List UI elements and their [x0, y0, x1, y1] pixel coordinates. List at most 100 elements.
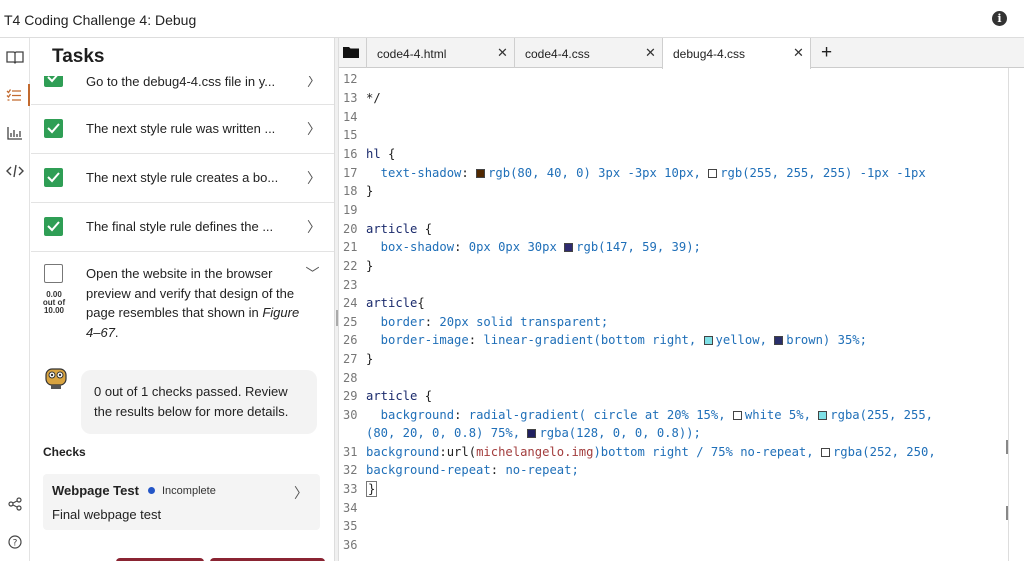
code-line: }: [366, 352, 374, 366]
folder-icon[interactable]: [343, 46, 359, 58]
title-bar: T4 Coding Challenge 4: Debug i: [0, 0, 1024, 38]
task-label: The next style rule was written ...: [86, 121, 276, 136]
panel-splitter[interactable]: [334, 38, 339, 561]
task-list-icon[interactable]: [0, 84, 30, 106]
code-line: article {: [366, 222, 433, 236]
line-number: 35: [343, 519, 358, 533]
color-swatch[interactable]: [708, 169, 718, 178]
task-item[interactable]: The next style rule creates a bo... 〉: [31, 154, 334, 203]
close-icon[interactable]: ✕: [793, 45, 804, 60]
tab-code4-4-html[interactable]: code4-4.html ✕: [366, 38, 514, 68]
line-number: 31: [343, 445, 358, 459]
share-icon[interactable]: [0, 493, 30, 515]
tasks-panel: Tasks Go to the debug4-4.css file in y..…: [31, 38, 334, 561]
chevron-right-icon[interactable]: 〉: [307, 219, 321, 235]
tasks-heading: Tasks: [52, 46, 105, 67]
code-line: }: [366, 259, 374, 273]
code-line: box-shadow: 0px 0px 30px rgb(147, 59, 39…: [366, 240, 701, 254]
checks-heading: Checks: [43, 445, 86, 459]
color-swatch[interactable]: [527, 429, 537, 438]
scroll-marker: [1006, 506, 1008, 520]
check-status: Incomplete: [162, 485, 216, 497]
line-number: 23: [343, 278, 358, 292]
splitter-grip[interactable]: [336, 310, 338, 326]
chart-icon[interactable]: [0, 122, 30, 144]
check-name: Webpage Test: [52, 483, 139, 498]
chevron-right-icon[interactable]: 〉: [294, 485, 308, 501]
scroll-marker: [1006, 440, 1008, 454]
code-icon[interactable]: [0, 160, 30, 182]
color-swatch[interactable]: [564, 243, 574, 252]
tasks-header: Tasks: [31, 38, 334, 76]
tab-debug4-4-css[interactable]: debug4-4.css ✕: [662, 38, 811, 69]
code-editor: code4-4.html ✕ code4-4.css ✕ debug4-4.cs…: [339, 38, 1024, 561]
task-label: Go to the debug4-4.css file in y...: [86, 74, 276, 89]
color-swatch[interactable]: [476, 169, 486, 178]
color-swatch[interactable]: [703, 336, 713, 345]
editor-scrollbar[interactable]: [1008, 68, 1024, 561]
checkbox-checked[interactable]: [44, 168, 63, 187]
line-number: 16: [343, 147, 358, 161]
code-line: text-shadow: rgb(80, 40, 0) 3px -3px 10p…: [366, 166, 926, 180]
chevron-right-icon[interactable]: 〉: [307, 121, 321, 137]
line-number: 20: [343, 222, 358, 236]
line-number: 22: [343, 259, 358, 273]
code-line: }: [366, 481, 378, 497]
chevron-right-icon[interactable]: 〉: [307, 170, 321, 186]
action-button[interactable]: [210, 558, 325, 561]
code-line: border: 20px solid transparent;: [366, 315, 609, 329]
code-line: article{: [366, 296, 425, 310]
code-line: border-image: linear-gradient(bottom rig…: [366, 333, 867, 347]
line-number: 19: [343, 203, 358, 217]
code-line: hl {: [366, 147, 396, 161]
color-swatch[interactable]: [818, 411, 828, 420]
book-icon[interactable]: [0, 46, 30, 68]
code-line: background: radial-gradient( circle at 2…: [366, 408, 934, 422]
line-number: 14: [343, 110, 358, 124]
close-icon[interactable]: ✕: [497, 45, 508, 60]
color-swatch[interactable]: [732, 411, 742, 420]
help-icon[interactable]: ?: [0, 531, 30, 553]
task-item[interactable]: The next style rule was written ... 〉: [31, 105, 334, 154]
add-tab-button[interactable]: +: [821, 42, 833, 63]
checkbox-checked[interactable]: [44, 119, 63, 138]
task-label: The final style rule defines the ...: [86, 219, 274, 234]
action-button[interactable]: [116, 558, 204, 561]
color-swatch[interactable]: [820, 448, 830, 457]
feedback-message: 0 out of 1 checks passed. Review the res…: [81, 370, 317, 434]
svg-text:?: ?: [13, 539, 18, 549]
line-number: 32: [343, 463, 358, 477]
checkbox-unchecked[interactable]: [44, 264, 63, 283]
info-icon[interactable]: i: [992, 11, 1007, 26]
chevron-down-icon[interactable]: 〉: [304, 266, 320, 280]
line-number: 27: [343, 352, 358, 366]
code-line: }: [366, 184, 374, 198]
task-item-open[interactable]: Open the website in the browser preview …: [31, 252, 334, 352]
checkbox-checked[interactable]: [44, 217, 63, 236]
tab-code4-4-css[interactable]: code4-4.css ✕: [514, 38, 662, 68]
close-icon[interactable]: ✕: [645, 45, 656, 60]
task-description: Open the website in the browser preview …: [86, 266, 300, 340]
line-number: 28: [343, 371, 358, 385]
line-number: 29: [343, 389, 358, 403]
task-item[interactable]: The final style rule defines the ... 〉: [31, 203, 334, 252]
check-description: Final webpage test: [52, 507, 162, 522]
line-number: 24: [343, 296, 358, 310]
line-number: 36: [343, 538, 358, 552]
assistant-avatar-icon: [43, 364, 69, 390]
line-number: 15: [343, 128, 358, 142]
code-line: */: [366, 91, 381, 105]
color-swatch[interactable]: [774, 336, 784, 345]
check-card[interactable]: Webpage Test Incomplete Final webpage te…: [43, 474, 320, 530]
line-number: 13: [343, 91, 358, 105]
code-line: (80, 20, 0, 0.8) 75%, rgba(128, 0, 0, 0.…: [366, 426, 701, 440]
line-number: 25: [343, 315, 358, 329]
line-number: 18: [343, 184, 358, 198]
line-number: 26: [343, 333, 358, 347]
line-number: 33: [343, 482, 358, 496]
chevron-right-icon[interactable]: 〉: [307, 73, 321, 89]
line-number: 30: [343, 408, 358, 422]
code-line: background-repeat: no-repeat;: [366, 463, 579, 477]
left-rail: ?: [0, 38, 30, 561]
